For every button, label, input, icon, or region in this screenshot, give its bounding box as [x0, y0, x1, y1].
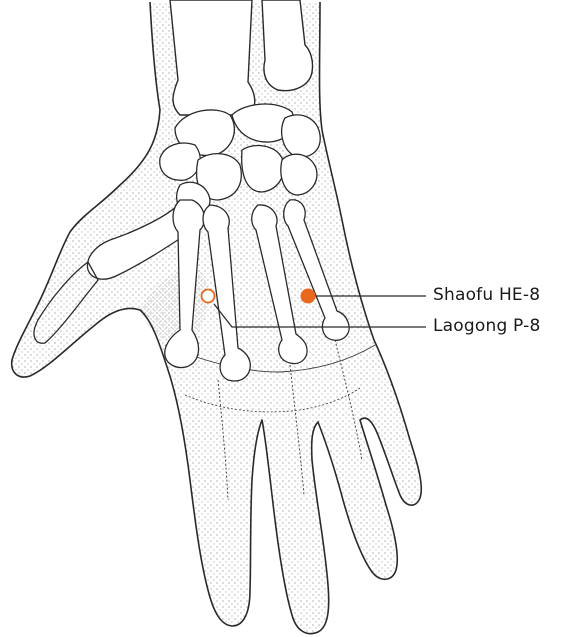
shaofu-label: Shaofu HE-8 [433, 285, 540, 305]
laogong-point-marker [202, 290, 215, 303]
shaofu-point-marker [301, 289, 315, 303]
laogong-label: Laogong P-8 [433, 316, 540, 336]
